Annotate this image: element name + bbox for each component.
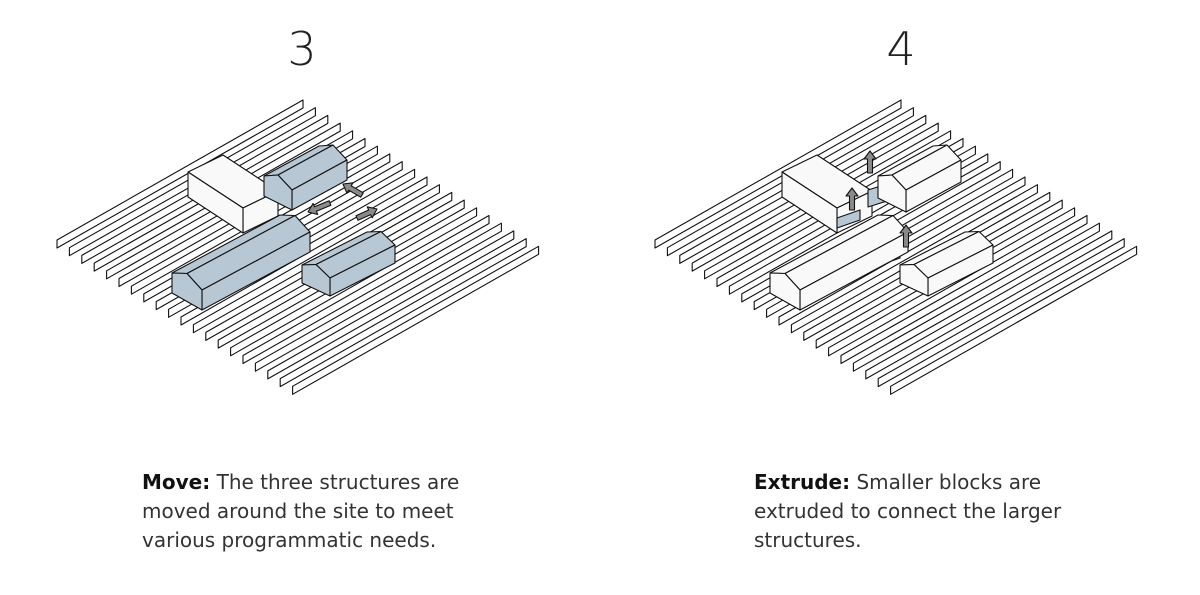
caption-move: Move: The three structures are moved aro… [142, 468, 502, 555]
site-stripe [852, 222, 1100, 372]
site-stripe [890, 245, 1138, 395]
building-gabled-small [877, 144, 962, 213]
extrude-arrow-icon [845, 187, 859, 211]
end-wall [781, 171, 838, 234]
site-stripe [267, 230, 515, 380]
building-gabled-long [171, 214, 311, 311]
building-gabled-medium [899, 230, 994, 297]
diagram-move [56, 99, 540, 395]
end-wall [877, 174, 907, 213]
caption-text: The three structures are moved around th… [142, 470, 460, 552]
site-stripe [877, 238, 1125, 388]
building-gabled-small [263, 144, 348, 211]
caption-text: Smaller blocks are extruded to connect t… [754, 470, 1062, 552]
end-wall [899, 263, 929, 297]
building-main-block [187, 154, 279, 234]
caption-term: Move: [142, 470, 211, 494]
end-wall [187, 171, 244, 234]
connector-block [836, 209, 861, 229]
end-wall [769, 272, 801, 311]
site-stripe [654, 99, 902, 249]
end-wall [301, 263, 331, 297]
caption-extrude: Extrude: Smaller blocks are extruded to … [754, 468, 1114, 555]
extrude-arrow-icon [899, 224, 913, 248]
end-wall [171, 272, 203, 311]
site-stripe [279, 238, 527, 388]
end-wall [263, 174, 293, 211]
site-stripe [292, 245, 540, 395]
building-gabled-medium [301, 230, 396, 297]
step-number-3: 3 [287, 22, 317, 76]
site-stripe [865, 230, 1113, 380]
site-stripe [56, 99, 304, 249]
site-stripe [840, 214, 1088, 365]
caption-term: Extrude: [754, 470, 851, 494]
site-stripe [242, 214, 490, 365]
move-arrow-icon [307, 200, 332, 216]
step-number-4: 4 [886, 22, 916, 76]
diagram-extrude [654, 99, 1138, 395]
site-stripe [254, 222, 502, 372]
move-arrow-icon [355, 206, 378, 221]
move-arrow-icon [342, 182, 364, 198]
extrude-arrow-icon [863, 150, 877, 174]
